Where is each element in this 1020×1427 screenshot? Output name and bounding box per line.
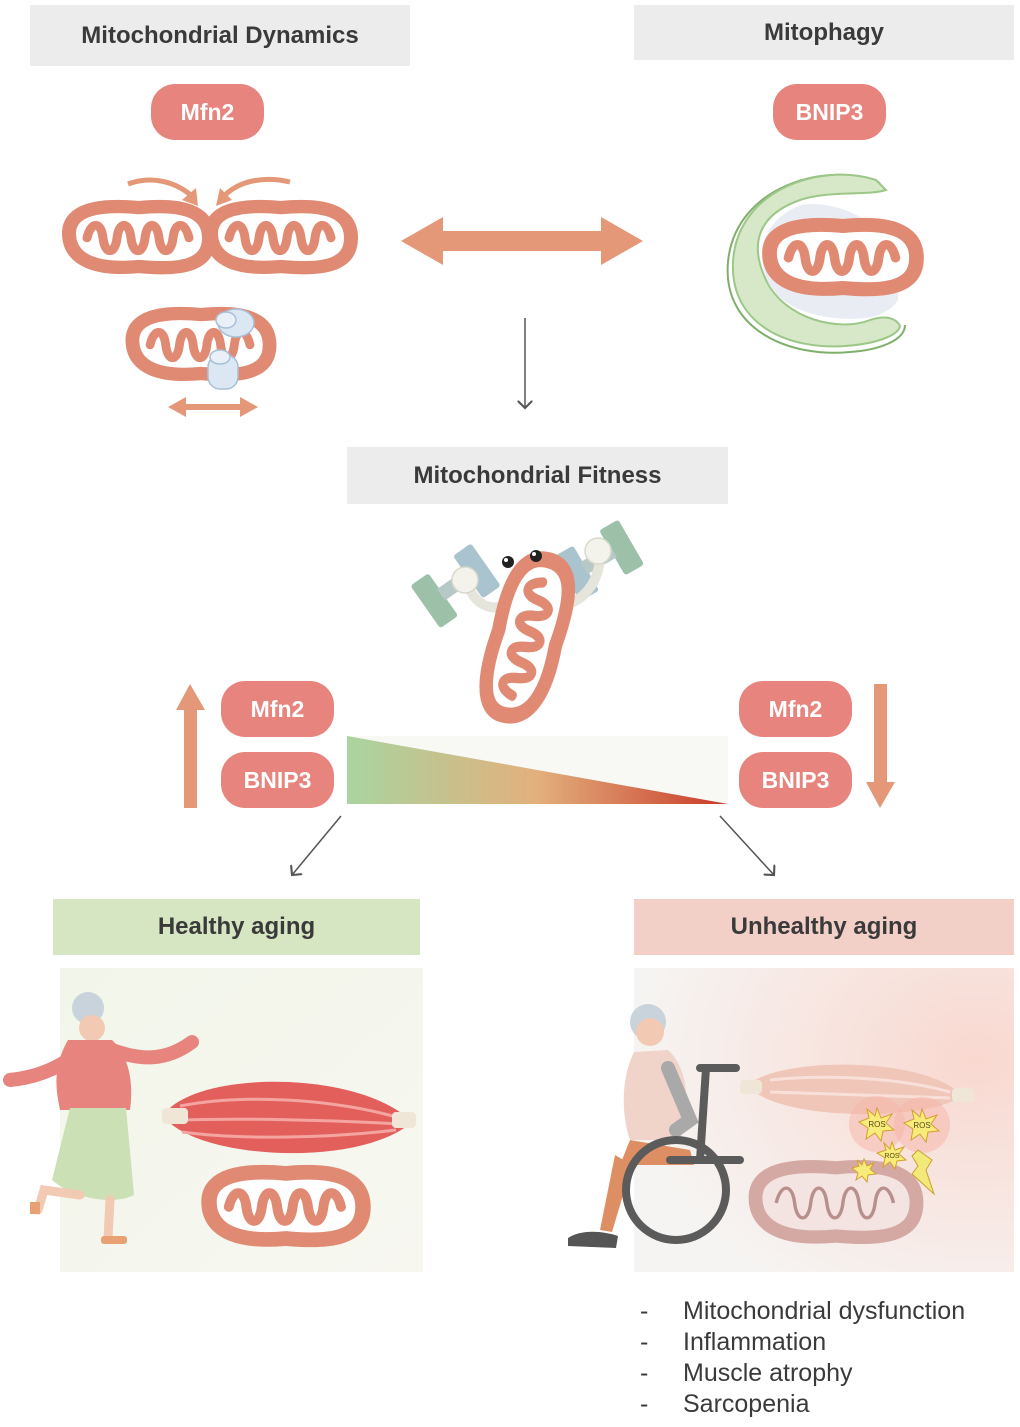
lightning-icon: [911, 1149, 936, 1196]
ros-burst-1: ROS: [849, 1096, 905, 1152]
list-item: - Sarcopenia: [640, 1389, 965, 1420]
decrease-arrow: [866, 684, 895, 808]
mfn2-badge-right: Mfn2: [739, 681, 852, 737]
fusing-mitochondrion-right: [211, 207, 351, 268]
ros-label-3: ROS: [884, 1153, 900, 1160]
fusing-mitochondrion-left: [69, 207, 209, 268]
ros-burst-2: ROS: [894, 1097, 950, 1153]
ros-burst-3: ROS: [875, 1140, 908, 1171]
ros-burst-4: [850, 1157, 878, 1184]
bullet-dash: -: [640, 1390, 649, 1418]
damaged-mitochondrion: [748, 1159, 924, 1245]
unhealthy-aging-header: Unhealthy aging: [634, 899, 1014, 955]
list-item: - Inflammation: [640, 1327, 965, 1358]
crosstalk-double-arrow: [401, 217, 643, 265]
dancing-woman: [3, 992, 199, 1244]
fitness-header: Mitochondrial Fitness: [347, 447, 728, 504]
list-item: - Mitochondrial dysfunction: [640, 1296, 965, 1327]
fitness-gradient-scale: [347, 736, 728, 804]
increase-arrow: [176, 684, 205, 808]
bnip3-badge-right: BNIP3: [739, 752, 852, 808]
mfn2-badge-top: Mfn2: [151, 84, 264, 140]
mitophagy-header: Mitophagy: [634, 5, 1014, 60]
outcome-text: Muscle atrophy: [683, 1359, 853, 1387]
ros-label-1: ROS: [868, 1120, 885, 1129]
healthy-aging-title: Healthy aging: [157, 913, 316, 940]
outcome-text: Mitochondrial dysfunction: [683, 1297, 966, 1325]
bnip3-badge-left: BNIP3: [221, 752, 334, 808]
dynamics-title: Mitochondrial Dynamics: [81, 21, 359, 49]
outcome-text: Sarcopenia: [683, 1390, 810, 1418]
healthy-mitochondrion: [209, 1172, 363, 1240]
fission-protein: [207, 308, 255, 390]
healthy-aging-header: Healthy aging: [53, 899, 420, 955]
bullet-dash: -: [640, 1359, 649, 1387]
healthy-muscle: [162, 1081, 416, 1154]
man-in-wheelchair: [568, 1004, 744, 1248]
mfn2-badge-left: Mfn2: [221, 681, 334, 737]
arrow-to-healthy: [292, 815, 342, 875]
outcome-text: Inflammation: [683, 1328, 827, 1356]
bullet-dash: -: [640, 1297, 649, 1325]
dynamics-header: Mitochondrial Dynamics: [30, 5, 410, 66]
list-item: - Muscle atrophy: [640, 1358, 965, 1389]
unhealthy-aging-title: Unhealthy aging: [730, 913, 918, 940]
fitness-mascot: [411, 520, 644, 723]
engulfed-mitochondrion: [770, 225, 917, 289]
ros-label-2: ROS: [913, 1121, 930, 1130]
fusion-arrows: [127, 176, 291, 206]
mitophagy-title: Mitophagy: [764, 18, 884, 46]
outcome-list: - Mitochondrial dysfunction - Inflammation…: [640, 1296, 965, 1420]
bullet-dash: -: [640, 1328, 649, 1356]
bnip3-badge-top: BNIP3: [773, 84, 886, 140]
fitness-title: Mitochondrial Fitness: [413, 461, 662, 489]
arrow-to-unhealthy: [719, 815, 774, 875]
fission-double-arrow: [168, 397, 258, 417]
